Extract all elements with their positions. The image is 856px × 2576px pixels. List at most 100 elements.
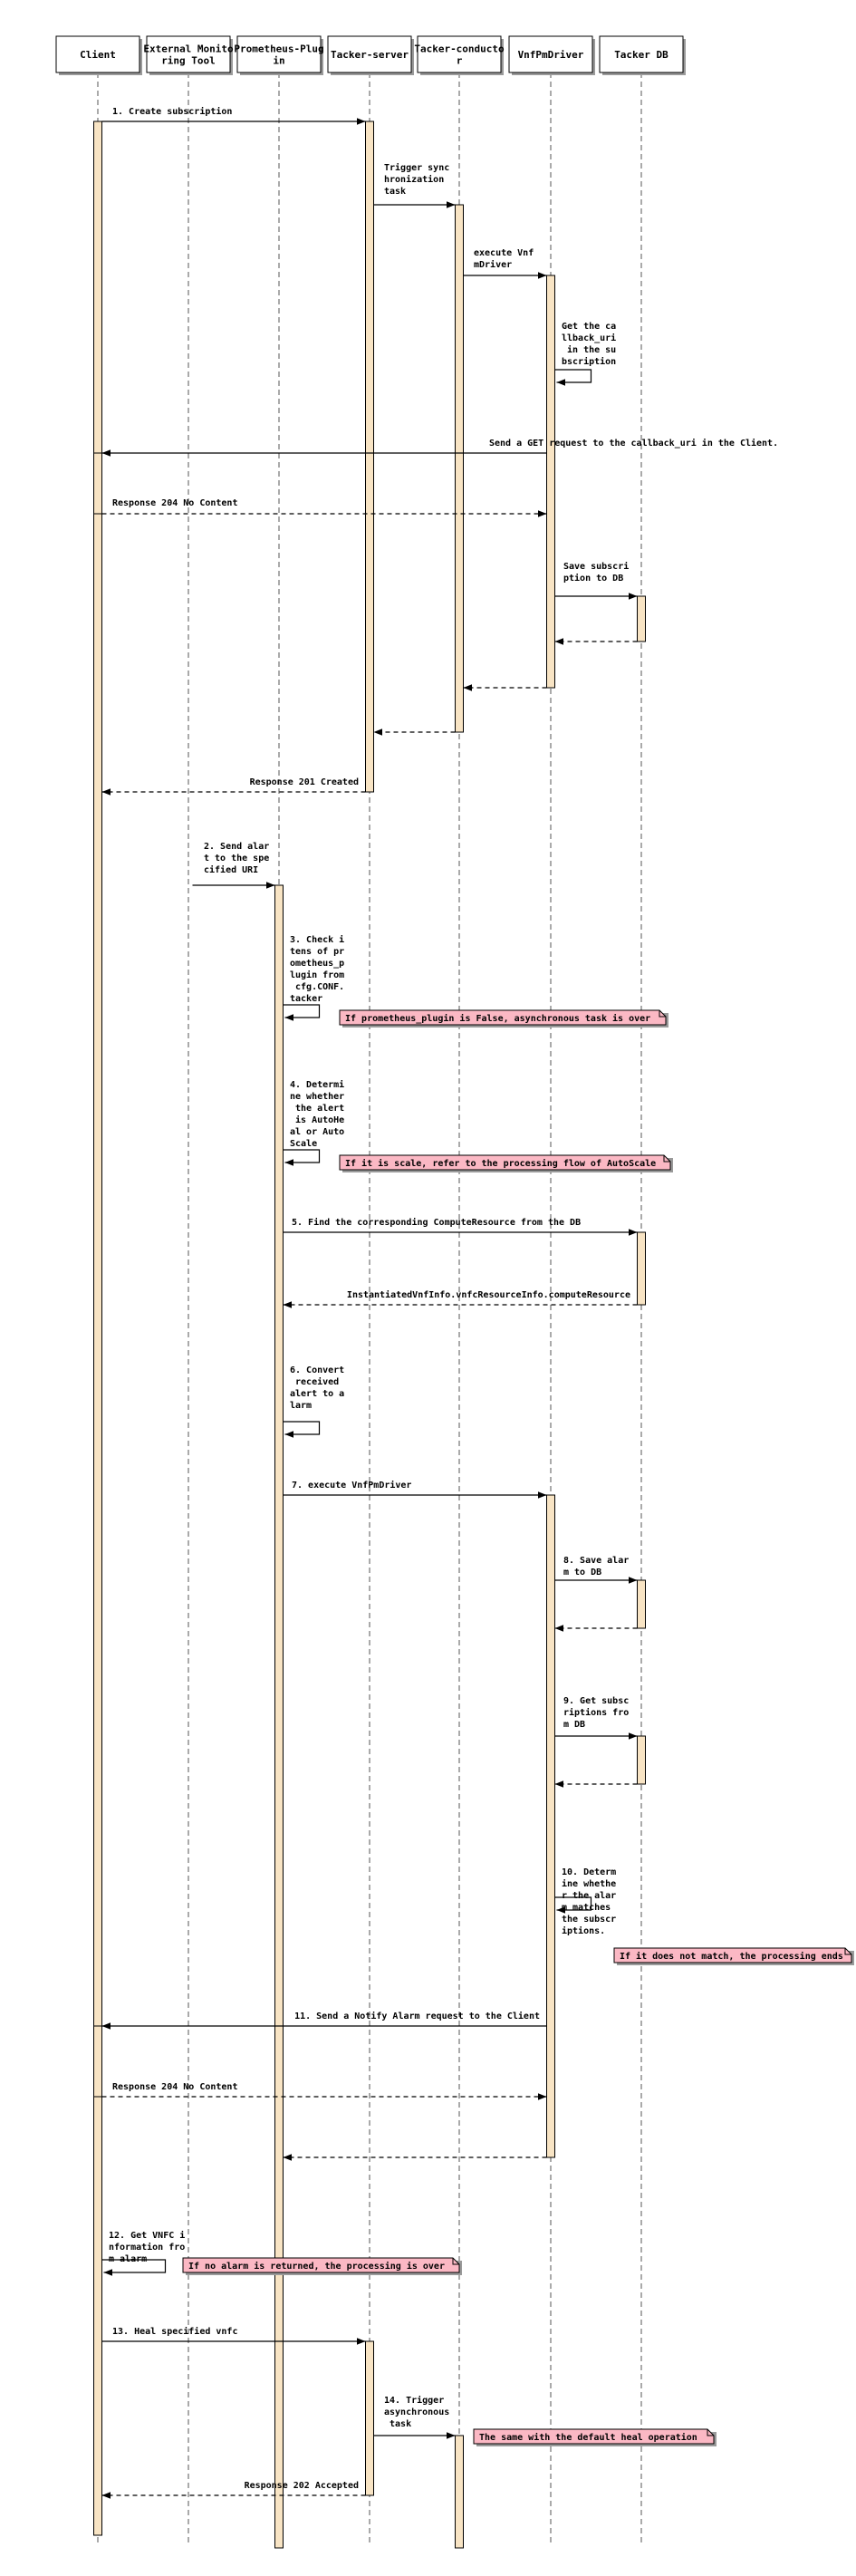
- participant-label: in: [273, 55, 284, 67]
- message-label: m alarm: [109, 2254, 147, 2264]
- activation-bar-db: [637, 1735, 646, 1785]
- message-label: m to DB: [563, 1568, 601, 1577]
- message-label: 8. Save alar: [563, 1556, 629, 1566]
- participant-label: VnfPmDriver: [518, 49, 584, 61]
- participant-label: External Monito: [143, 43, 234, 55]
- notes: If prometheus_plugin is False, asynchron…: [182, 1009, 854, 2446]
- activation-bar-db: [637, 1579, 646, 1629]
- message-label: Get the ca: [562, 322, 616, 332]
- message-label: hronization: [384, 174, 444, 185]
- activation-bar-driver: [546, 275, 555, 689]
- message-label: llback_uri: [562, 333, 616, 343]
- message-label: asynchronous: [384, 2407, 449, 2417]
- message-label: ine whethe: [562, 1878, 616, 1889]
- message-label: InstantiatedVnfInfo.vnfcResourceInfo.com…: [347, 1289, 630, 1300]
- message-label: Response 204 No Content: [112, 498, 237, 508]
- message-label: Send a GET request to the callback_uri i…: [489, 438, 778, 449]
- message-arrow: 13. Heal specified vnfc: [101, 2326, 366, 2345]
- message-label: tacker: [290, 994, 322, 1004]
- message-label: tens of pr: [290, 947, 344, 957]
- activation-bar-client: [93, 121, 102, 2536]
- note-text: If prometheus_plugin is False, asynchron…: [345, 1013, 650, 1024]
- note-body: [613, 1947, 852, 1963]
- message-label: 1. Create subscription: [112, 106, 232, 117]
- participant-box: [55, 35, 140, 73]
- message-label: ption to DB: [563, 573, 623, 584]
- message-label: ne whether: [290, 1092, 344, 1102]
- participant-label: r: [457, 55, 463, 67]
- message-label: ometheus_p: [290, 959, 344, 969]
- self-message: Get the callback_uri in the subscription: [554, 322, 616, 386]
- self-arrow: [101, 2259, 167, 2276]
- activation-bar-conductor: [455, 2435, 464, 2549]
- note-body: [182, 2257, 460, 2273]
- message-label: 11. Send a Notify Alarm request to the C…: [294, 2011, 540, 2021]
- message-arrow: 5. Find the corresponding ComputeResourc…: [283, 1217, 638, 1236]
- activation-bar-db: [637, 595, 646, 642]
- message-label: in the su: [562, 344, 616, 355]
- self-arrow: [283, 1421, 321, 1438]
- note-fold: [844, 1948, 851, 1955]
- message-label: nformation fro: [109, 2242, 185, 2253]
- message-label: alert to a: [290, 1389, 344, 1399]
- message-arrow: 7. execute VnfPmDriver: [283, 1480, 547, 1499]
- participant-label: Tacker DB: [614, 49, 668, 61]
- message-label: 10. Determ: [562, 1867, 616, 1877]
- message-label: Trigger sync: [384, 162, 449, 173]
- message-label: received: [290, 1376, 339, 1387]
- participant-server: Tacker-server: [327, 35, 414, 75]
- participant-box: [236, 35, 322, 73]
- message-label: 3. Check i: [290, 934, 344, 945]
- message-label: lugin from: [290, 970, 344, 980]
- message-label: r the alar: [562, 1891, 616, 1901]
- message-label: Response 202 Accepted: [245, 2481, 359, 2491]
- activation-bar-client: [93, 452, 102, 515]
- message-label: 5. Find the corresponding ComputeResourc…: [292, 1217, 581, 1228]
- message-arrow: 11. Send a Notify Alarm request to the C…: [101, 2011, 547, 2030]
- activation-bar-prom: [274, 884, 284, 2549]
- note-body: [473, 2428, 715, 2445]
- participant-label: ring Tool: [161, 55, 216, 67]
- message-label: the alert: [290, 1104, 344, 1114]
- message-label: 13. Heal specified vnfc: [112, 2326, 237, 2337]
- participant-label: Prometheus-Plug: [234, 43, 323, 55]
- note-fold: [707, 2429, 714, 2436]
- activation-bar-db: [637, 1231, 646, 1306]
- note-text: The same with the default heal operation: [479, 2432, 697, 2443]
- message-arrow: 1. Create subscription: [101, 106, 366, 125]
- message-label: t to the spe: [204, 854, 269, 863]
- message-label: is AutoHe: [290, 1114, 344, 1125]
- note: The same with the default heal operation: [473, 2428, 717, 2446]
- message-label: execute Vnf: [474, 248, 534, 258]
- participant-box: [599, 35, 684, 73]
- return-message: Response 201 Created: [101, 777, 366, 796]
- note-text: If it is scale, refer to the processing …: [345, 1158, 656, 1169]
- message-label: m matches: [562, 1903, 611, 1913]
- self-arrow: [283, 1149, 321, 1166]
- message-label: 4. Determi: [290, 1079, 344, 1090]
- note: If it is scale, refer to the processing …: [339, 1154, 673, 1172]
- participant-box: [417, 35, 502, 73]
- message-label: 7. execute VnfPmDriver: [292, 1480, 411, 1491]
- note-text: If it does not match, the processing end…: [620, 1951, 843, 1962]
- message-label: task: [384, 2419, 411, 2429]
- self-message: 3. Check i tens of pr ometheus_plugin from…: [283, 934, 344, 1021]
- message-label: cified URI: [204, 864, 258, 875]
- message-arrow: Save subscription to DB: [554, 561, 638, 600]
- participant-db: Tacker DB: [599, 35, 686, 75]
- message-label: 6. Convert: [290, 1365, 344, 1375]
- note: If no alarm is returned, the processing …: [182, 2257, 462, 2275]
- message-arrow: 8. Save alar m to DB: [554, 1556, 638, 1584]
- self-message: 4. Determi ne whether the alert is AutoHe…: [283, 1079, 344, 1166]
- message-label: cfg.CONF.: [290, 982, 344, 992]
- participant-box: [327, 35, 412, 73]
